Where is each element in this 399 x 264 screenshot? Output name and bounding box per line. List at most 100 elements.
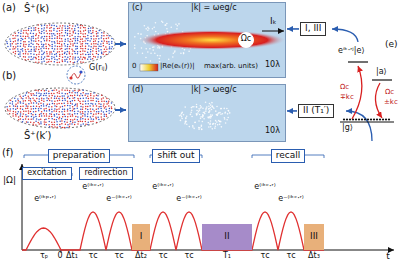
- atom-dot: [25, 38, 27, 40]
- atom-dot: [100, 104, 102, 106]
- atom-dot: [57, 92, 59, 94]
- atom-dot: [46, 59, 48, 61]
- atom-dot: [109, 48, 111, 50]
- atom-dot: [46, 110, 48, 112]
- atom-dot: [67, 46, 69, 48]
- atom-dot: [7, 110, 9, 112]
- atom-dot: [12, 43, 14, 45]
- atom-dot: [40, 93, 42, 95]
- label: τc: [286, 252, 295, 261]
- atom-dot: [75, 116, 77, 118]
- atom-dot: [32, 97, 34, 99]
- atom-dot: [54, 103, 56, 105]
- atom-dot: [51, 118, 53, 120]
- atom-dot: [46, 105, 48, 107]
- label: τc: [158, 252, 167, 261]
- field-speckle: [208, 105, 210, 107]
- atom-dot: [71, 35, 73, 37]
- atom-dot: [80, 111, 82, 113]
- illustration-part: [67, 66, 85, 84]
- panel-text: |k| > ωeg/c: [191, 86, 237, 95]
- field-speckle: [212, 123, 214, 125]
- label: Ωc: [340, 84, 349, 92]
- atom-dot: [25, 118, 27, 120]
- atom-dot: [77, 92, 79, 94]
- atom-dot: [62, 127, 64, 128]
- atom-dot: [46, 115, 48, 117]
- field-speckle: [219, 124, 221, 126]
- atom-dot: [38, 110, 40, 112]
- label: Ŝ⁺(k′): [24, 130, 52, 141]
- atom-dot: [103, 43, 105, 45]
- atom-dot: [83, 30, 85, 32]
- atom-dot: [110, 48, 112, 50]
- atom-dot: [20, 40, 22, 42]
- atom-dot: [43, 61, 45, 63]
- atom-dot: [41, 50, 43, 52]
- atom-dot: [40, 123, 42, 125]
- atom-dot: [49, 45, 51, 47]
- atom-dot: [41, 61, 43, 63]
- atom-dot: [41, 31, 43, 33]
- atom-dot: [96, 100, 98, 102]
- atom-dot: [40, 94, 42, 96]
- field-speckle: [205, 110, 207, 112]
- atom-dot: [98, 106, 100, 108]
- field-speckle: [193, 128, 195, 130]
- atom-dot: [61, 50, 63, 52]
- atom-dot: [101, 119, 103, 121]
- atom-dot: [51, 24, 53, 26]
- atom-dot: [57, 38, 59, 40]
- atom-dot: [22, 48, 24, 50]
- atom-dot: [54, 115, 56, 117]
- field-speckle: [219, 121, 221, 123]
- atom-dot: [59, 30, 61, 32]
- field-speckle: [181, 118, 183, 120]
- atom-dot: [21, 97, 23, 99]
- atom-dot: [64, 56, 66, 58]
- atom-dot: [96, 31, 98, 33]
- label: τc: [184, 252, 193, 261]
- atom-dot: [48, 106, 50, 108]
- atom-dot: [14, 48, 16, 50]
- ground-atom: [364, 118, 366, 120]
- atom-dot: [64, 105, 66, 107]
- atom-dot: [111, 38, 113, 40]
- atom-dot: [67, 113, 69, 115]
- atom-dot: [78, 30, 80, 32]
- atom-dot: [54, 54, 56, 56]
- atom-dot: [25, 103, 27, 105]
- atom-dot: [96, 33, 98, 35]
- label: e⁽ⁱᵏᶜ·ʳ⁾: [82, 183, 103, 192]
- atom-dot: [15, 115, 17, 117]
- atom-dot: [96, 108, 98, 110]
- atom-dot: [101, 37, 103, 39]
- label: e⁻⁽ⁱᵏᶜ·ʳ⁾: [106, 195, 131, 204]
- atom-dot: [6, 106, 8, 108]
- atom-dot: [79, 58, 81, 60]
- atom-dot: [27, 36, 29, 38]
- illustration-part: [71, 72, 81, 78]
- atom-dot: [19, 95, 21, 97]
- atom-dot: [32, 93, 34, 95]
- atom-dot: [96, 36, 98, 38]
- field-speckle: [226, 108, 228, 110]
- atom-dot: [54, 45, 56, 47]
- field-speckle: [164, 24, 166, 26]
- atom-dot: [77, 116, 79, 118]
- box-text: excitation: [27, 169, 66, 178]
- atom-dot: [90, 93, 92, 95]
- atom-dot: [31, 116, 32, 118]
- atom-dot: [15, 103, 17, 105]
- atom-dot: [17, 102, 19, 104]
- atom-dot: [15, 106, 17, 108]
- atom-dot: [92, 48, 94, 50]
- atom-dot: [51, 108, 53, 110]
- atom-dot: [57, 96, 59, 98]
- ground-atom: [367, 118, 369, 120]
- panel-text: (d): [132, 86, 143, 95]
- field-speckle: [227, 117, 229, 119]
- illustration-part: [348, 61, 368, 62]
- label: ±kc: [384, 99, 398, 107]
- field-speckle: [189, 126, 191, 128]
